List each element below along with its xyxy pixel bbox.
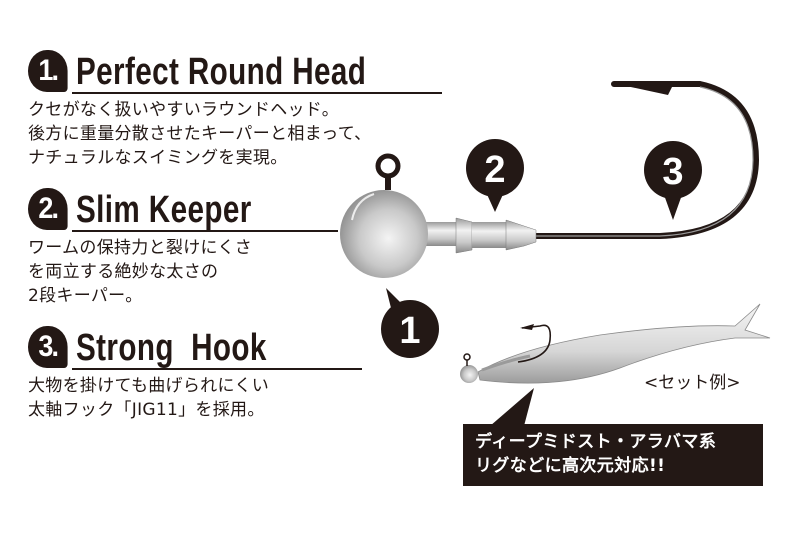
feature-slim-keeper: 2. Slim Keeper ワームの保持力と裂けにくさ を両立する絶妙な太さの…	[28, 186, 338, 308]
feature-description: ワームの保持力と裂けにくさ を両立する絶妙な太さの 2段キーパー。	[28, 236, 301, 308]
heading-underline	[72, 230, 338, 232]
compatibility-callout: ディープミドスト・アラバマ系 リグなどに高次元対応!!	[463, 424, 763, 486]
pin-marker-2[interactable]: 2	[466, 139, 524, 212]
callout-line: ディープミドスト・アラバマ系	[475, 432, 717, 452]
number-badge: 2.	[28, 188, 68, 230]
description-line: 大物を掛けても曲げられにくい	[28, 376, 270, 396]
description-line: 太軸フック「JIG11」を採用。	[28, 400, 265, 420]
slim-keeper-illustration	[424, 217, 537, 254]
description-line: 後方に重量分散させたキーパーと相まって、	[28, 124, 372, 144]
feature-title: Perfect Round Head	[76, 51, 367, 93]
callout-line: リグなどに高次元対応!!	[475, 456, 666, 476]
description-line: ワームの保持力と裂けにくさ	[28, 238, 253, 258]
line-tie-eye	[375, 153, 401, 190]
number-badge: 3.	[28, 326, 68, 368]
set-example-illustration	[460, 303, 771, 426]
feature-description: 大物を掛けても曲げられにくい 太軸フック「JIG11」を採用。	[28, 374, 321, 422]
heading-underline	[72, 368, 362, 370]
pin-marker-1[interactable]: 1	[381, 288, 439, 358]
pin-number: 1	[399, 310, 420, 352]
feature-strong-hook: 3. Strong Hook 大物を掛けても曲げられにくい 太軸フック「JIG1…	[28, 324, 362, 422]
hook-barb	[612, 83, 672, 95]
pin-marker-3[interactable]: 3	[644, 141, 702, 220]
feature-title: Slim Keeper	[76, 189, 252, 231]
feature-heading: 1. Perfect Round Head	[28, 48, 448, 94]
feature-title: Strong Hook	[76, 327, 267, 369]
number-badge: 1.	[28, 50, 68, 92]
heading-underline	[72, 92, 442, 94]
feature-heading: 2. Slim Keeper	[28, 186, 338, 232]
description-line: 2段キーパー。	[28, 286, 143, 306]
feature-heading: 3. Strong Hook	[28, 324, 362, 370]
round-head-illustration	[340, 190, 428, 278]
set-example-label: <セット例>	[644, 373, 741, 393]
pin-number: 3	[662, 151, 683, 193]
feature-perfect-round-head: 1. Perfect Round Head クセがなく扱いやすいラウンドヘッド。…	[28, 48, 448, 170]
pin-number: 2	[484, 149, 505, 191]
description-line: ナチュラルなスイミングを実現。	[28, 148, 288, 168]
hook-illustration	[533, 81, 760, 239]
feature-description: クセがなく扱いやすいラウンドヘッド。 後方に重量分散させたキーパーと相まって、 …	[28, 98, 448, 170]
description-line: を両立する絶妙な太さの	[28, 262, 219, 282]
description-line: クセがなく扱いやすいラウンドヘッド。	[28, 100, 340, 120]
